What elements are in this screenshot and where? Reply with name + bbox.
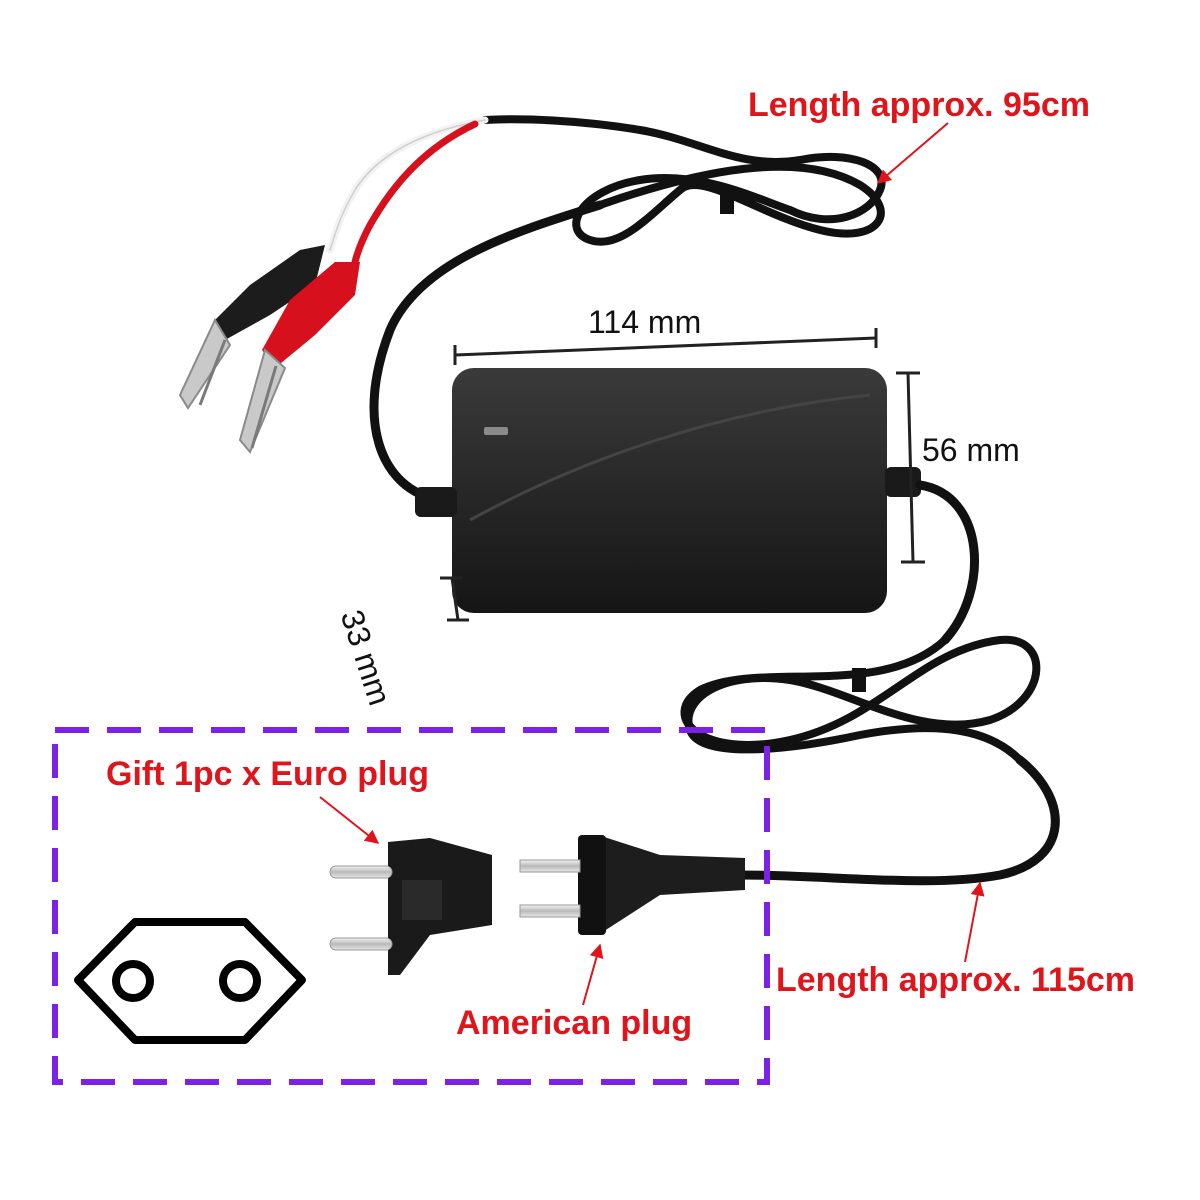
red-clip	[238, 262, 360, 454]
arrow-dc-cable	[876, 122, 949, 184]
led-indicator	[484, 427, 508, 435]
annotation-arrows	[319, 122, 985, 1006]
dimension-height	[896, 371, 925, 564]
dimension-width	[453, 328, 878, 365]
black-clip	[178, 245, 325, 410]
width-dimension-label: 114 mm	[588, 304, 702, 340]
arrow-euro-plug	[319, 796, 380, 844]
euro-socket-icon	[74, 918, 306, 1044]
american-plug-label: American plug	[456, 1004, 693, 1042]
cable-tie	[720, 192, 734, 214]
dc-cable	[326, 115, 886, 505]
ac-cable-length-label: Length approx. 115cm	[776, 961, 1135, 999]
dc-cable-length-label: Length approx. 95cm	[748, 86, 1090, 124]
accessory-box	[52, 727, 770, 1085]
gift-euro-plug-label: Gift 1pc x Euro plug	[106, 755, 430, 793]
ac-cable	[680, 480, 1060, 886]
euro-plug-adapter	[329, 838, 492, 975]
dimension-depth	[440, 576, 469, 622]
cable-tie	[852, 668, 866, 692]
arrow-ac-cable	[964, 881, 985, 963]
charger-body	[415, 368, 921, 613]
arrow-american-plug	[582, 943, 604, 1006]
height-dimension-label: 56 mm	[922, 432, 1020, 468]
american-plug	[519, 835, 745, 935]
